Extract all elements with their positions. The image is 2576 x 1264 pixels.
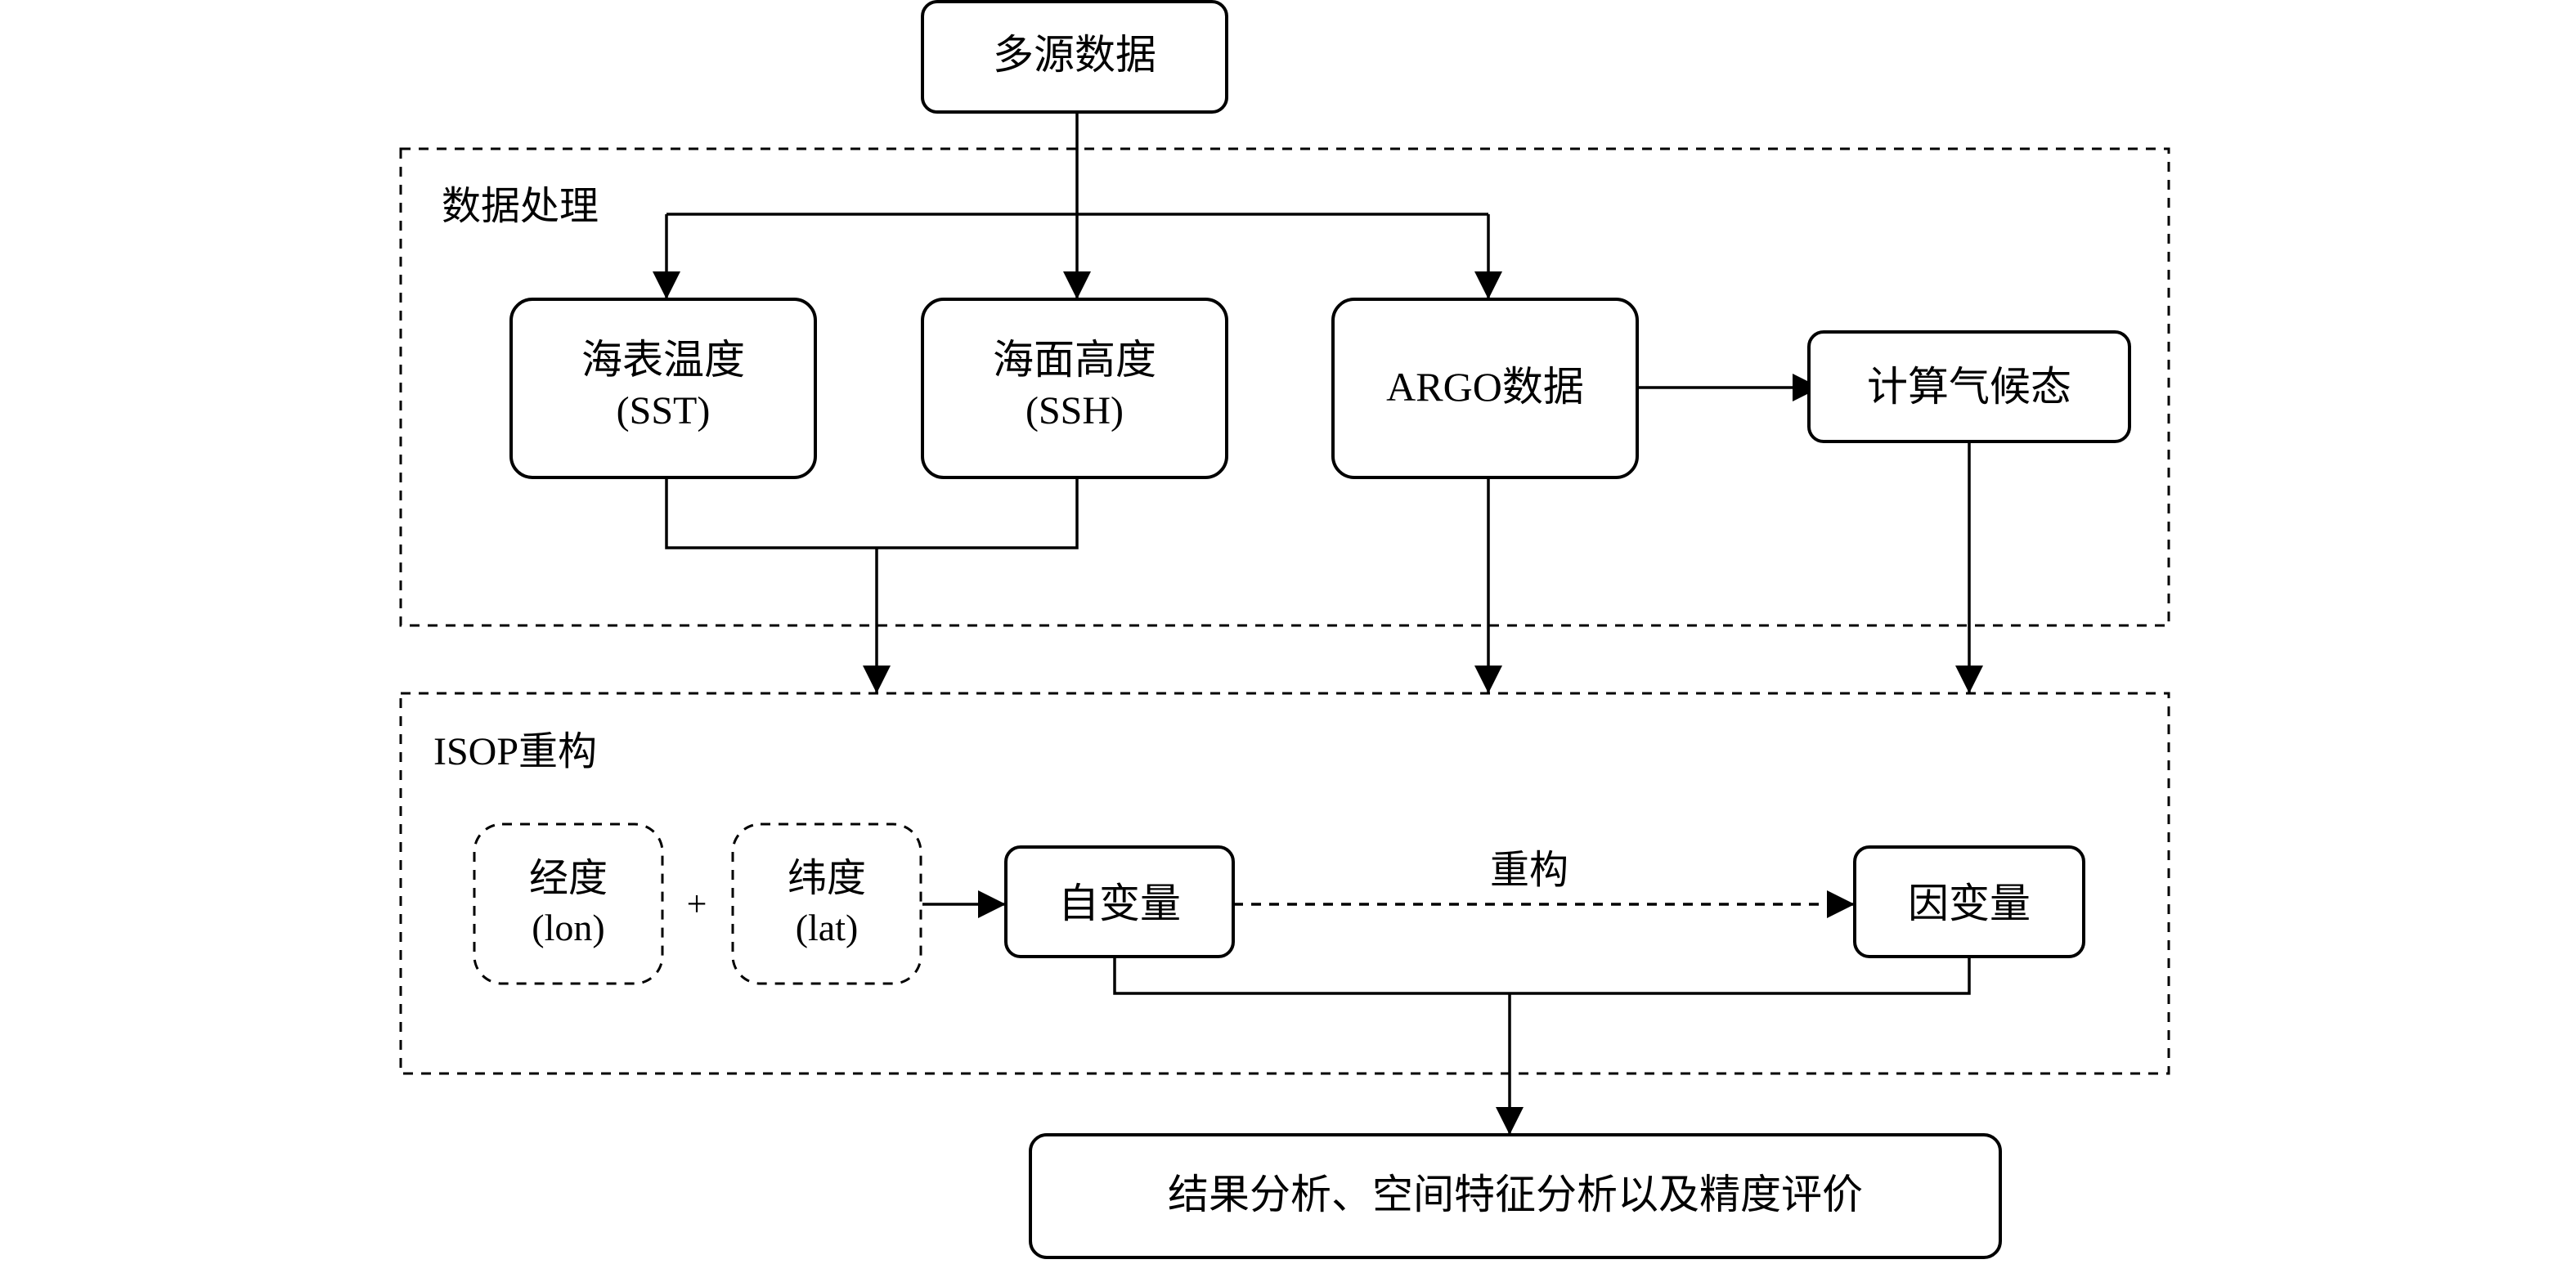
- plus-sign: +: [687, 884, 707, 924]
- node-lat: 纬度 (lat): [731, 822, 922, 985]
- node-sst: 海表温度 (SST): [509, 298, 817, 479]
- edge-sst-ssh-merge: [665, 477, 1079, 549]
- node-dependent-var-label: 因变量: [1908, 881, 2031, 926]
- node-lat-label-line2: (lat): [796, 907, 859, 948]
- node-sst-label-line2: (SST): [617, 389, 711, 433]
- node-lon: 经度 (lon): [473, 822, 664, 985]
- node-ssh: 海面高度 (SSH): [921, 298, 1228, 479]
- node-independent-var-label: 自变量: [1058, 881, 1181, 926]
- node-argo: ARGO数据: [1331, 298, 1639, 479]
- node-multi-source: 多源数据: [921, 0, 1228, 114]
- connectors: [653, 112, 1983, 1135]
- node-independent-var: 自变量: [1004, 845, 1235, 958]
- isop-group-label: ISOP重构: [433, 730, 597, 773]
- node-dependent-var: 因变量: [1853, 845, 2085, 958]
- node-ssh-label-line1: 海面高度: [993, 337, 1156, 383]
- processing-group-label: 数据处理: [442, 185, 599, 228]
- node-argo-label: ARGO数据: [1386, 364, 1584, 410]
- node-ssh-label-line2: (SSH): [1025, 389, 1124, 433]
- node-result: 结果分析、空间特征分析以及精度评价: [1029, 1133, 2002, 1259]
- node-lon-label-line1: 经度: [529, 857, 608, 900]
- node-lon-label-line2: (lon): [532, 907, 604, 948]
- node-climatology: 计算气候态: [1807, 330, 2131, 443]
- node-result-label: 结果分析、空间特征分析以及精度评价: [1168, 1172, 1863, 1217]
- reconstruct-label: 重构: [1490, 849, 1568, 892]
- node-sst-label-line1: 海表温度: [581, 337, 745, 383]
- node-lat-label-line1: 纬度: [788, 857, 866, 900]
- edge-vars-merge: [1113, 957, 1971, 995]
- node-multi-source-label: 多源数据: [993, 32, 1156, 78]
- node-climatology-label: 计算气候态: [1867, 364, 2071, 410]
